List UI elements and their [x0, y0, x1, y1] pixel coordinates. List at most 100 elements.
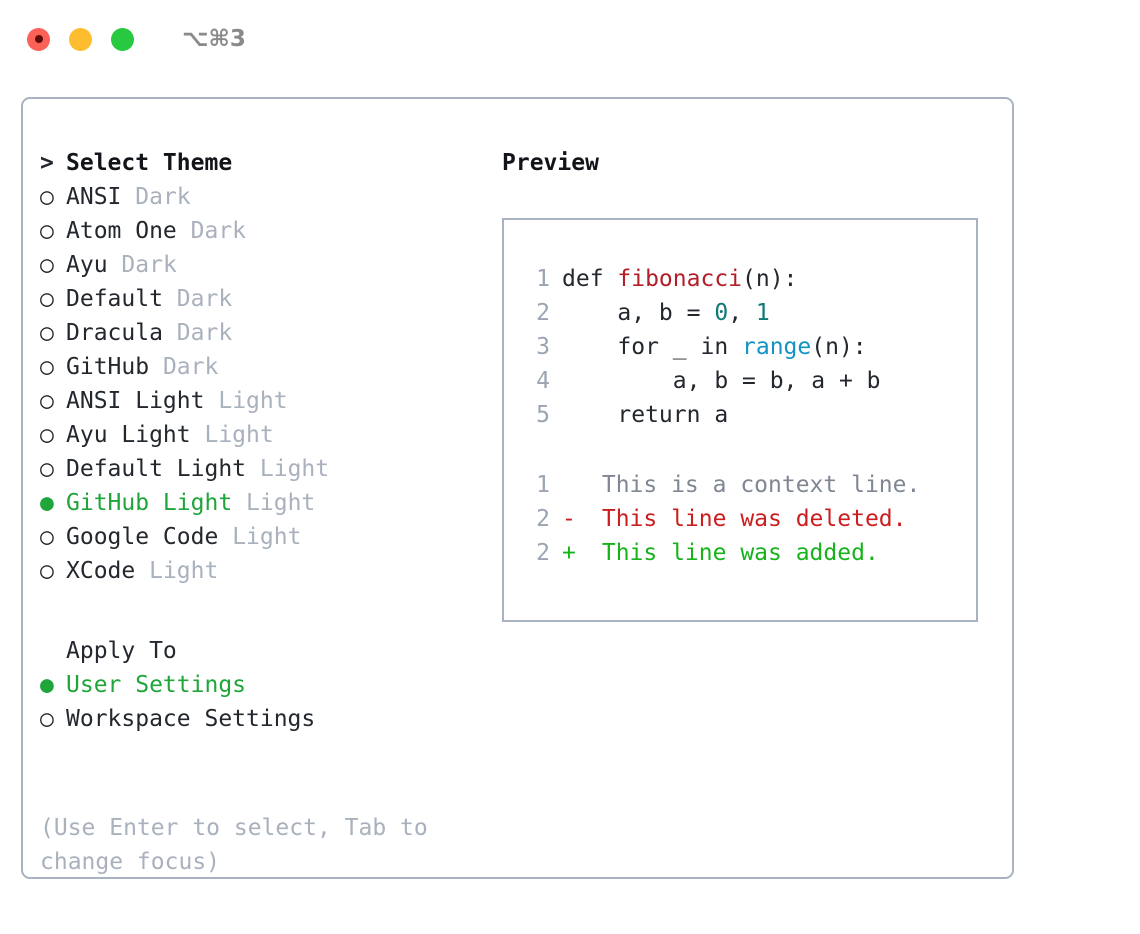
radio-unselected-icon: ○: [40, 388, 54, 414]
code-line-content: for _ in range(n):: [562, 330, 867, 364]
radio-selected-icon: ●: [40, 672, 54, 698]
code-token: (n):: [742, 266, 798, 292]
theme-item-xcode[interactable]: ○XCode Light: [40, 554, 480, 588]
code-token: for _ in: [562, 334, 743, 360]
code-line: 4 a, b = b, a + b: [520, 364, 970, 398]
theme-item-variant: Light: [259, 456, 330, 482]
radio-unselected-icon: ○: [40, 354, 54, 380]
theme-item-spacer: [177, 214, 191, 248]
theme-item-google-code[interactable]: ○Google Code Light: [40, 520, 480, 554]
code-token: def: [562, 266, 618, 292]
theme-item-label: Atom One: [66, 218, 177, 244]
radio-unselected-icon: ○: [40, 456, 54, 482]
diff-line-text: This is a context line.: [588, 472, 921, 498]
maximize-button[interactable]: [111, 27, 134, 51]
diff-line-number: 1: [536, 472, 550, 498]
theme-list: ○ANSI Dark○Atom One Dark○Ayu Dark○Defaul…: [40, 180, 480, 588]
theme-item-label: ANSI Light: [66, 388, 205, 414]
theme-item-label: GitHub Light: [66, 490, 233, 516]
code-line-content: a, b = 0, 1: [562, 296, 769, 330]
apply-to-item-user-settings[interactable]: ● User Settings: [40, 668, 480, 702]
theme-item-ansi[interactable]: ○ANSI Dark: [40, 180, 480, 214]
code-token: (n):: [811, 334, 867, 360]
radio-unselected-icon: ○: [40, 706, 54, 732]
theme-item-spacer: [232, 486, 246, 520]
theme-item-ansi-light[interactable]: ○ANSI Light Light: [40, 384, 480, 418]
code-token: return a: [562, 402, 729, 428]
apply-to-item-workspace-settings[interactable]: ○Workspace Settings: [40, 702, 480, 736]
diff-line-number: 2: [536, 506, 550, 532]
theme-item-label: Ayu Light: [66, 422, 191, 448]
theme-item-label: GitHub: [66, 354, 150, 380]
theme-item-spacer: [218, 520, 232, 554]
code-token: a, b = b, a + b: [562, 368, 881, 394]
theme-item-label: Default Light: [66, 456, 247, 482]
code-token: a, b =: [562, 300, 715, 326]
theme-item-spacer: [108, 248, 122, 282]
keyboard-shortcut-label: ⌥⌘3: [182, 26, 246, 52]
theme-item-label: Default: [66, 286, 163, 312]
code-line-content: return a: [562, 398, 728, 432]
code-line-number: 2: [536, 300, 550, 326]
theme-item-variant: Light: [232, 524, 302, 550]
diff-line: 1 This is a context line.: [520, 468, 970, 502]
theme-item-default[interactable]: ○Default Dark: [40, 282, 480, 316]
radio-unselected-icon: ○: [40, 252, 54, 278]
radio-unselected-icon: ○: [40, 524, 54, 550]
theme-picker-header: > Select Theme: [40, 146, 480, 180]
code-token: ,: [728, 300, 756, 326]
code-line: 3 for _ in range(n):: [520, 330, 970, 364]
diff-marker: -: [562, 506, 576, 532]
keyboard-hint: (Use Enter to select, Tab to change focu…: [40, 815, 442, 875]
close-button[interactable]: [27, 27, 50, 51]
theme-item-variant: Dark: [135, 184, 191, 210]
theme-item-variant: Light: [204, 422, 274, 448]
theme-item-variant: Dark: [190, 218, 247, 244]
theme-item-label: ANSI: [66, 184, 122, 210]
apply-to-title: Apply To: [66, 638, 177, 664]
apply-to-header: Apply To: [40, 634, 480, 668]
code-line: 2 a, b = 0, 1: [520, 296, 970, 330]
theme-item-ayu-light[interactable]: ○Ayu Light Light: [40, 418, 480, 452]
radio-unselected-icon: ○: [40, 286, 54, 312]
radio-unselected-icon: ○: [40, 558, 54, 584]
diff-line-text: This line was deleted.: [588, 506, 907, 532]
radio-selected-icon: ●: [40, 490, 54, 516]
theme-item-github[interactable]: ○ GitHub Dark: [40, 350, 480, 384]
theme-item-spacer: [204, 384, 218, 418]
theme-item-variant: Dark: [162, 354, 219, 380]
code-line-content: def fibonacci(n):: [562, 262, 797, 296]
code-line-number: 3: [536, 334, 550, 360]
apply-to-item-label: User Settings: [66, 672, 247, 698]
theme-item-ayu[interactable]: ○Ayu Dark: [40, 248, 480, 282]
code-line-number: 5: [536, 402, 550, 428]
diff-line-text: This line was added.: [588, 540, 879, 566]
diff-line: 2- This line was deleted.: [520, 502, 970, 536]
code-line: 5 return a: [520, 398, 970, 432]
theme-item-label: XCode: [66, 558, 136, 584]
theme-item-variant: Dark: [121, 252, 177, 278]
code-line-number: 4: [536, 368, 550, 394]
diff-marker: +: [562, 540, 576, 566]
theme-item-github-light[interactable]: ●GitHub Light Light: [40, 486, 480, 520]
minimize-button[interactable]: [69, 27, 92, 51]
theme-item-spacer: [246, 452, 260, 486]
theme-item-dracula[interactable]: ○Dracula Dark: [40, 316, 480, 350]
theme-item-spacer: [163, 316, 177, 350]
theme-item-spacer: [121, 180, 135, 214]
section-spacer: [40, 588, 480, 634]
window-controls: [27, 27, 134, 51]
diff-line: 2+ This line was added.: [520, 536, 970, 570]
diff-sample: 1 This is a context line.2- This line wa…: [520, 468, 970, 570]
theme-item-atom-one[interactable]: ○Atom One Dark: [40, 214, 480, 248]
content-card: > Select Theme ○ANSI Dark○Atom One Dark○…: [21, 97, 1014, 879]
theme-picker-pane: > Select Theme ○ANSI Dark○Atom One Dark○…: [40, 146, 480, 736]
theme-item-default-light[interactable]: ○ Default Light Light: [40, 452, 480, 486]
preview-title: Preview: [502, 150, 599, 176]
